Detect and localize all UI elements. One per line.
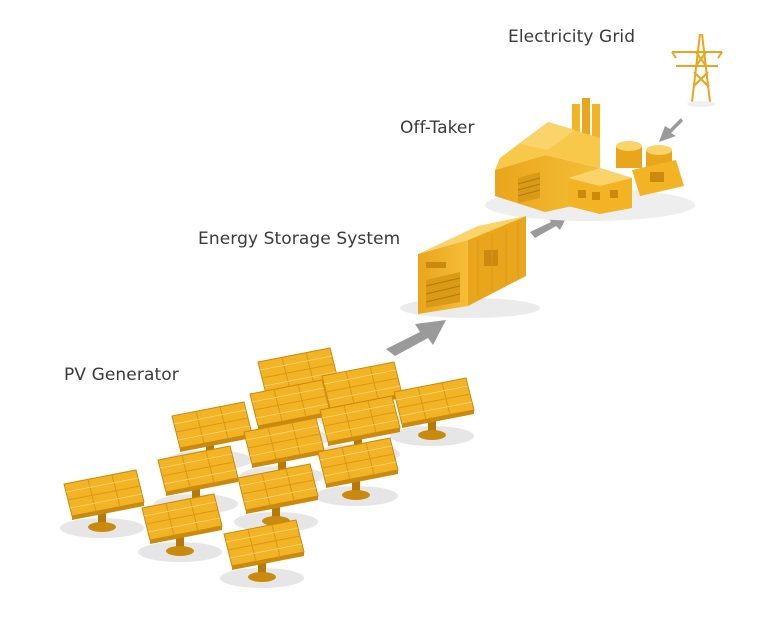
transmission-tower-icon <box>671 33 723 107</box>
storage-container-icon <box>400 216 540 318</box>
factory-icon <box>485 98 695 221</box>
solar-panel-icon <box>389 377 475 447</box>
solar-panel-icon <box>219 519 305 589</box>
label-electricity-grid: Electricity Grid <box>508 27 636 47</box>
solar-panel-icon <box>59 469 145 539</box>
label-off-taker: Off-Taker <box>400 118 475 138</box>
solar-panel-icon <box>137 493 223 563</box>
arrow-grid-to-offtaker <box>659 118 683 142</box>
label-energy-storage-system: Energy Storage System <box>198 229 401 249</box>
label-pv-generator: PV Generator <box>64 365 179 385</box>
arrow-pv-to-ess <box>386 320 446 356</box>
